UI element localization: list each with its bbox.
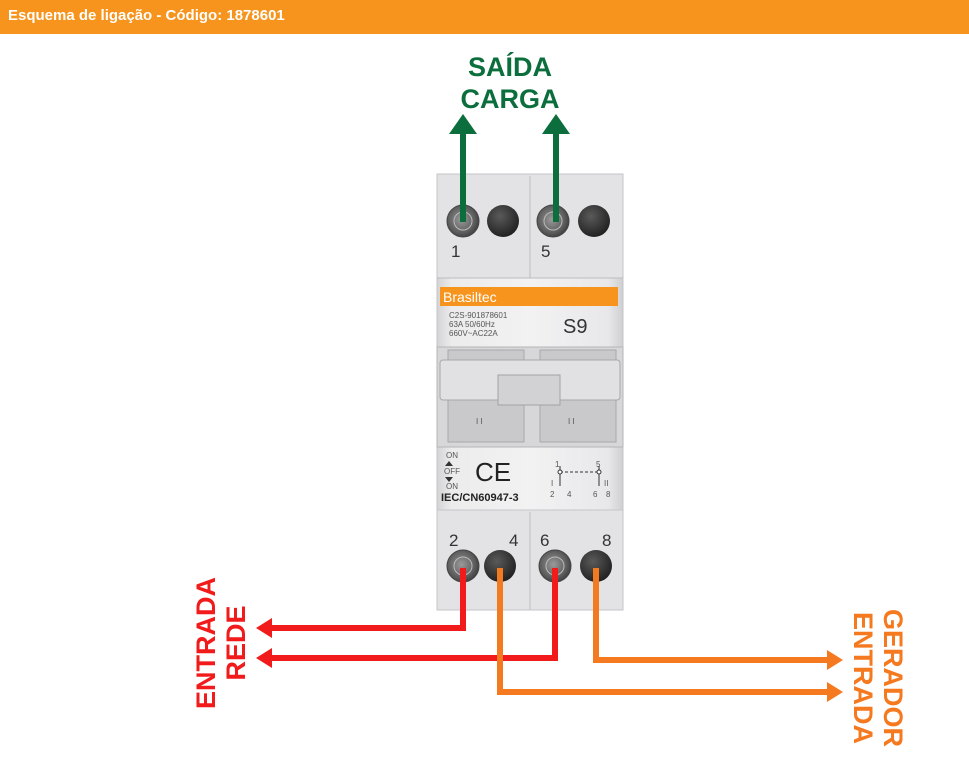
output-wires (449, 114, 570, 222)
svg-text:5: 5 (596, 460, 601, 469)
handle-mark-left: I I (476, 417, 483, 426)
ce-mark: CE (475, 457, 511, 487)
terminal-1-label: 1 (451, 242, 460, 261)
output-label-line1: SAÍDA (468, 51, 552, 82)
spec-line-3: 660V~AC22A (449, 329, 498, 338)
generator-label-line2: GERADOR (878, 609, 908, 747)
header-bar: Esquema de ligação - Código: 1878601 (0, 0, 969, 34)
svg-text:4: 4 (567, 490, 572, 499)
generator-arrow-2-icon (827, 682, 843, 702)
switch-schematic: 1 5 I II 2 4 6 8 (550, 460, 611, 499)
svg-text:6: 6 (593, 490, 598, 499)
mains-label-line1: ENTRADA (191, 577, 221, 709)
generator-wire-8 (593, 568, 830, 663)
handle-mark-right: I I (568, 417, 575, 426)
terminal-8-screw-icon (580, 550, 612, 582)
mains-wire-2 (266, 568, 466, 631)
mains-wires (256, 568, 558, 668)
terminal-8-label: 8 (602, 531, 611, 550)
svg-text:2: 2 (550, 490, 555, 499)
model-label: S9 (563, 316, 587, 338)
on-bottom-label: ON (446, 482, 458, 491)
terminal-5-label: 5 (541, 242, 550, 261)
terminal-6-label: 6 (540, 531, 549, 550)
output-arrow-1-icon (449, 114, 477, 134)
terminal-4-screw-icon (484, 550, 516, 582)
terminal-5-hole-icon (578, 205, 610, 237)
svg-text:8: 8 (606, 490, 611, 499)
spec-line-2: 63A 50/60Hz (449, 320, 495, 329)
svg-text:II: II (604, 479, 608, 488)
off-label: OFF (444, 467, 460, 476)
svg-text:I: I (551, 479, 553, 488)
brand-bar (440, 287, 618, 306)
generator-wires (497, 568, 843, 702)
mains-arrow-2-icon (256, 648, 272, 668)
generator-arrow-1-icon (827, 650, 843, 670)
header-title: Esquema de ligação - Código: 1878601 (8, 7, 285, 24)
mains-arrow-1-icon (256, 618, 272, 638)
on-top-label: ON (446, 451, 458, 460)
mains-label-line2: REDE (221, 605, 251, 680)
standard-label: IEC/CN60947-3 (441, 492, 519, 504)
terminal-4-label: 4 (509, 531, 518, 550)
transfer-switch: 1 5 Brasiltec C2S-901878601 63A 50/60Hz … (436, 173, 624, 611)
spec-line-1: C2S-901878601 (449, 311, 508, 320)
generator-wire-4 (497, 568, 830, 695)
output-label-line2: CARGA (461, 84, 560, 114)
terminal-1-hole-icon (487, 205, 519, 237)
generator-label-line1: ENTRADA (848, 612, 878, 744)
svg-text:1: 1 (555, 460, 560, 469)
output-arrow-5-icon (542, 114, 570, 134)
brand-name: Brasiltec (443, 289, 497, 305)
terminal-2-label: 2 (449, 531, 458, 550)
mains-wire-6 (266, 568, 558, 661)
